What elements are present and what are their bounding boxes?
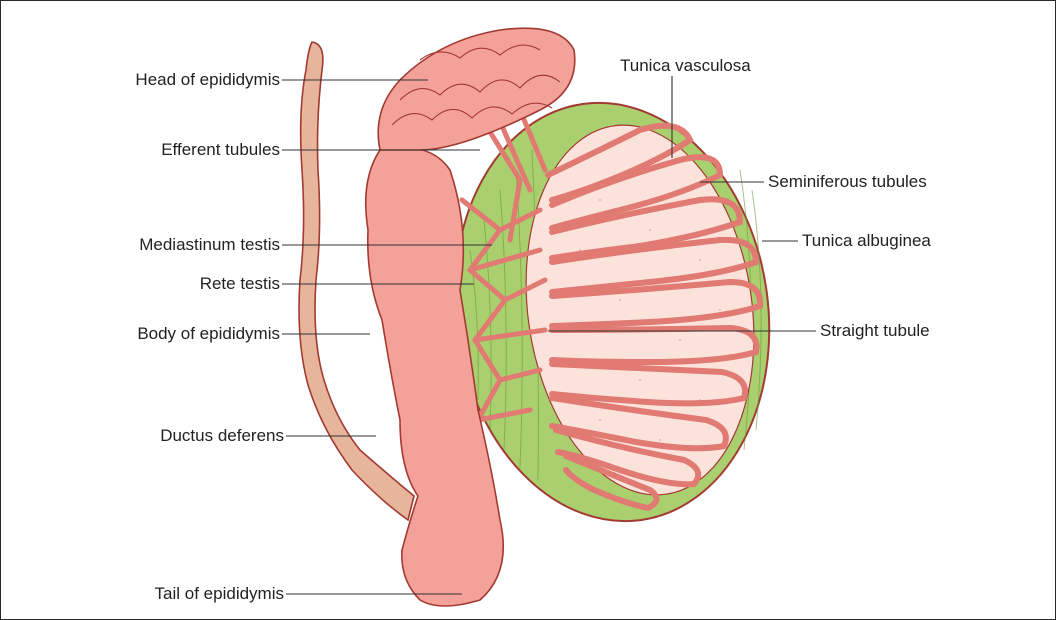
label-straight-tubule: Straight tubule xyxy=(820,321,930,341)
label-body-of-epididymis: Body of epididymis xyxy=(137,324,280,344)
label-head-of-epididymis: Head of epididymis xyxy=(135,70,280,90)
label-seminiferous-tubules: Seminiferous tubules xyxy=(768,172,927,192)
label-ductus-deferens: Ductus deferens xyxy=(160,426,284,446)
label-tunica-vasculosa: Tunica vasculosa xyxy=(620,56,751,76)
label-efferent-tubules: Efferent tubules xyxy=(161,140,280,160)
label-tail-of-epididymis: Tail of epididymis xyxy=(155,584,284,604)
label-tunica-albuginea: Tunica albuginea xyxy=(802,231,931,251)
label-rete-testis: Rete testis xyxy=(200,274,280,294)
label-mediastinum-testis: Mediastinum testis xyxy=(139,235,280,255)
